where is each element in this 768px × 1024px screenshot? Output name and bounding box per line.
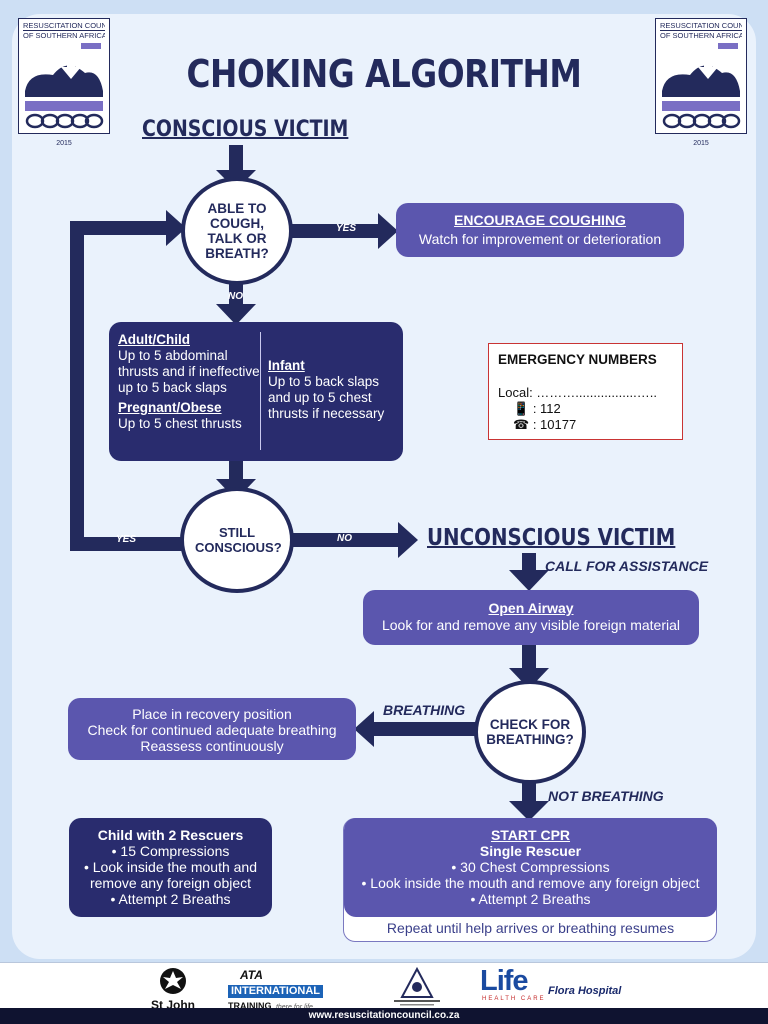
breathing-label: BREATHING — [383, 702, 466, 718]
cpr-line-3: • Attempt 2 Breaths — [470, 891, 591, 907]
still-conscious-text: STILL CONSCIOUS? — [195, 525, 282, 555]
page-title: CHOKING ALGORITHM — [186, 52, 582, 96]
st-john-cross-icon — [160, 968, 186, 994]
life-healthcare-logo: Life HEALTH CARE Flora Hospital — [480, 965, 630, 1009]
ata-tagline: there for life — [276, 1004, 313, 1011]
ata-training-label: TRAINING — [228, 1001, 272, 1011]
able-to-cough-text: ABLE TO COUGH, TALK OR BREATH? — [205, 201, 269, 261]
adult-child-text: Up to 5 abdominal thrusts and if ineffec… — [118, 348, 260, 395]
open-airway-text: Look for and remove any visible foreign … — [381, 617, 681, 633]
open-airway-title: Open Airway — [488, 600, 574, 616]
yes-label-2: YES — [116, 534, 137, 545]
start-cpr-box: START CPR Single Rescuer • 30 Chest Comp… — [344, 818, 717, 917]
open-airway-box: Open Airway Look for and remove any visi… — [363, 590, 699, 645]
logo-line1: RESUSCITATION COUNCIL — [23, 21, 105, 31]
thrusts-box: Adult/Child Up to 5 abdominal thrusts an… — [109, 322, 403, 461]
unconscious-victim-heading: UNCONSCIOUS VICTIM — [427, 525, 676, 551]
child-line-1: • 15 Compressions — [111, 843, 230, 859]
start-cpr-title: START CPR — [490, 827, 571, 843]
child-rescuers-title: Child with 2 Rescuers — [97, 827, 244, 843]
infant-section: Infant Up to 5 back slaps and up to 5 ch… — [268, 358, 398, 422]
resuscitation-council-logo-right: RESUSCITATION COUNCIL OF SOUTHERN AFRICA… — [655, 18, 747, 147]
flora-hospital-label: Flora Hospital — [548, 985, 622, 997]
child-two-rescuers-box: Child with 2 Rescuers • 15 Compressions … — [69, 818, 272, 917]
check-breathing-text: CHECK FOR BREATHING? — [486, 717, 574, 747]
ata-international-label: INTERNATIONAL — [228, 985, 324, 998]
mobile-phone-icon: 📱 — [513, 401, 530, 416]
triangle-emblem-icon — [394, 966, 440, 1006]
logo-line1: RESUSCITATION COUNCIL — [660, 21, 742, 31]
ata-label: ATA — [240, 968, 263, 982]
sponsor-footer: St John ATA INTERNATIONAL TRAINING there… — [0, 962, 768, 1013]
cpr-line-1: • 30 Chest Compressions — [451, 859, 610, 875]
pregnant-obese-title: Pregnant/Obese — [118, 400, 222, 415]
st-john-logo: St John — [142, 967, 204, 1012]
able-to-cough-decision: ABLE TO COUGH, TALK OR BREATH? — [181, 177, 293, 285]
logo-year: 2015 — [693, 140, 709, 147]
encourage-coughing-title: ENCOURAGE COUGHING — [454, 212, 626, 228]
single-rescuer-subtitle: Single Rescuer — [479, 843, 582, 859]
emergency-cell-number: : 112 — [532, 401, 561, 416]
yes-label-1: YES — [336, 223, 357, 234]
still-conscious-decision: STILL CONSCIOUS? — [180, 487, 294, 593]
council-emblem-icon — [25, 43, 104, 129]
recovery-line-2: Check for continued adequate breathing — [87, 722, 337, 738]
cpr-line-2: • Look inside the mouth and remove any f… — [361, 875, 700, 891]
emergency-institute-logo — [392, 966, 442, 1007]
ata-international-logo: ATA INTERNATIONAL TRAINING there for lif… — [228, 969, 352, 1013]
conscious-victim-heading: CONSCIOUS VICTIM — [142, 117, 349, 142]
no-label-2: NO — [337, 533, 352, 544]
call-for-assistance-label: CALL FOR ASSISTANCE — [545, 558, 709, 574]
recovery-line-1: Place in recovery position — [132, 706, 292, 722]
emergency-numbers-box: EMERGENCY NUMBERS Local: ………............… — [488, 343, 683, 440]
website-url[interactable]: www.resuscitationcouncil.co.za — [0, 1008, 768, 1024]
encourage-coughing-text: Watch for improvement or deterioration — [418, 231, 662, 247]
recovery-line-3: Reassess continuously — [140, 738, 284, 754]
resuscitation-council-logo-left: RESUSCITATION COUNCIL OF SOUTHERN AFRICA… — [18, 18, 110, 147]
logo-line2: OF SOUTHERN AFRICA — [23, 31, 105, 40]
poster-panel — [12, 14, 756, 959]
telephone-icon: ☎ — [513, 417, 530, 432]
encourage-coughing-box: ENCOURAGE COUGHING Watch for improvement… — [396, 203, 684, 257]
adult-child-title: Adult/Child — [118, 332, 190, 347]
emergency-numbers-title: EMERGENCY NUMBERS — [498, 352, 657, 367]
thrusts-divider — [260, 332, 261, 450]
emergency-phone-row: ☎ : 10177 — [513, 417, 576, 433]
child-line-3: • Attempt 2 Breaths — [110, 891, 231, 907]
pregnant-obese-text: Up to 5 chest thrusts — [118, 416, 242, 431]
emergency-local: Local: ……….................….. — [498, 385, 657, 400]
cpr-repeat-note: Repeat until help arrives or breathing r… — [386, 920, 675, 936]
logo-line2: OF SOUTHERN AFRICA — [660, 31, 742, 40]
child-line-2: • Look inside the mouth and remove any f… — [83, 859, 258, 891]
no-label-1: NO — [228, 291, 243, 302]
not-breathing-label: NOT BREATHING — [548, 788, 664, 804]
life-subtitle: HEALTH CARE — [482, 996, 546, 1002]
recovery-position-box: Place in recovery position Check for con… — [68, 698, 356, 760]
emergency-cell-row: 📱 : 112 — [513, 401, 561, 417]
adult-child-section: Adult/Child Up to 5 abdominal thrusts an… — [118, 332, 262, 432]
council-emblem-icon — [662, 43, 741, 129]
check-breathing-decision: CHECK FOR BREATHING? — [474, 680, 586, 784]
infant-title: Infant — [268, 358, 305, 373]
life-label: Life — [480, 965, 529, 997]
logo-year: 2015 — [56, 140, 72, 147]
infant-text: Up to 5 back slaps and up to 5 chest thr… — [268, 374, 385, 421]
emergency-phone-number: : 10177 — [532, 417, 577, 432]
